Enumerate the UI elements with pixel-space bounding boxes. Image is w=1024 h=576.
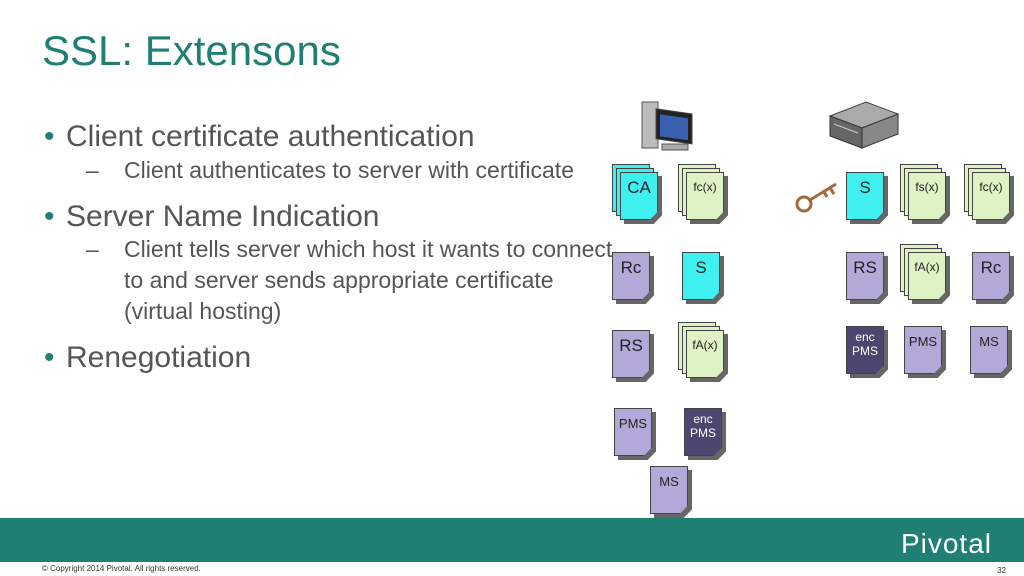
page-number: 32 xyxy=(997,566,1006,575)
footer-bar xyxy=(0,518,1024,562)
bullet-list: •Client certificate authentication –Clie… xyxy=(44,120,624,376)
page-title: SSL: Extensons xyxy=(42,27,341,74)
server-fs-function: fs(x) xyxy=(900,164,950,224)
server-rc-random: Rc xyxy=(972,252,1014,304)
server-icon xyxy=(828,101,900,149)
sub-bullet-item: –Client tells server which host it wants… xyxy=(86,236,613,325)
bullet-item: •Renegotiation xyxy=(44,341,252,375)
client-ca-certificate: CA xyxy=(612,164,662,224)
client-rc-random: Rc xyxy=(612,252,654,304)
client-fc-function: fc(x) xyxy=(678,164,728,224)
client-s-certificate: S xyxy=(682,252,724,304)
key-icon xyxy=(795,182,837,213)
client-ms: MS xyxy=(650,466,692,518)
server-rs-random: RS xyxy=(846,252,888,304)
client-rs-random: RS xyxy=(612,330,654,382)
server-fc-function: fc(x) xyxy=(964,164,1014,224)
sub-bullet-item: –Client authenticates to server with cer… xyxy=(86,156,574,183)
server-ms: MS xyxy=(970,326,1012,378)
client-computer-icon xyxy=(641,101,693,151)
pivotal-logo: Pivotal xyxy=(900,528,992,559)
server-s-certificate: S xyxy=(846,172,888,224)
server-fa-function: fA(x) xyxy=(900,244,950,304)
bullet-item: •Client certificate authentication xyxy=(44,120,475,153)
client-fa-function: fA(x) xyxy=(678,322,728,382)
bullet-item: •Server Name Indication xyxy=(44,199,380,233)
client-pms: PMS xyxy=(614,408,656,460)
copyright-text: © Copyright 2014 Pivotal. All rights res… xyxy=(42,564,201,573)
server-pms: PMS xyxy=(904,326,946,378)
